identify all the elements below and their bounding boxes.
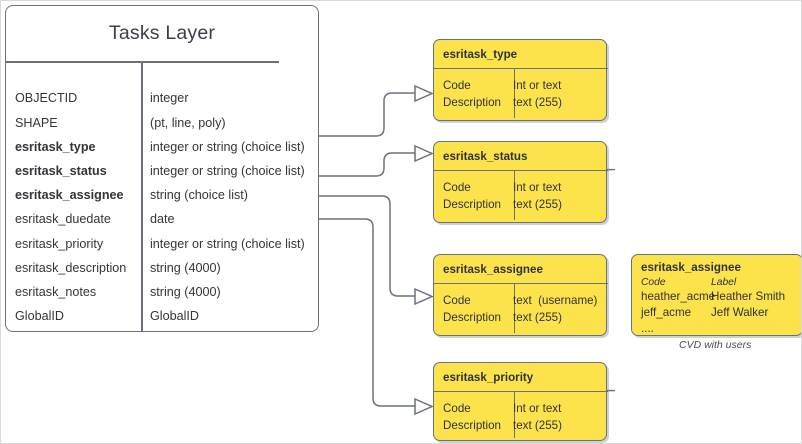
domain-box-left-column: Code Description: [443, 79, 501, 109]
domain-box-column-divider: [514, 69, 516, 118]
table-row: esritask_notes string (4000): [6, 285, 318, 309]
field-type: integer or string (choice list): [150, 140, 305, 154]
field-type: string (4000): [150, 261, 221, 275]
field-name: esritask_type: [15, 140, 96, 154]
arrowhead-assignee: [414, 287, 434, 306]
connector-priority: [319, 218, 415, 407]
domain-box-header-divider: [434, 68, 608, 70]
table-row: OBJECTID integer: [6, 91, 318, 115]
field-name: esritask_assignee: [15, 188, 124, 202]
table-row: esritask_priority integer or string (cho…: [6, 237, 318, 261]
entity-column-divider: [141, 62, 143, 331]
domain-box-right-column: Int or text text (255): [513, 79, 562, 109]
cvd-header-code: Code: [641, 277, 666, 288]
cvd-codes: heather_acme jeff_acme ....: [641, 290, 716, 335]
domain-box-right-column: Int or text text (255): [513, 402, 562, 432]
field-name: esritask_priority: [15, 237, 104, 251]
domain-box-left-column: Code Description: [443, 402, 501, 432]
field-name: esritask_description: [15, 261, 127, 275]
cvd-caption: CVD with users: [679, 339, 752, 351]
domain-box-left-column: Code Description: [443, 294, 501, 324]
domain-box-title: esritask_type: [443, 48, 518, 61]
entity-header-divider: [6, 61, 279, 63]
table-row: esritask_duedate date: [6, 212, 318, 236]
table-row: esritask_status integer or string (choic…: [6, 164, 318, 188]
field-type: integer: [150, 91, 189, 105]
cvd-header-label: Label: [711, 277, 737, 288]
domain-box-title: esritask_assignee: [443, 263, 543, 276]
domain-box-right-column: Int or text text (255): [513, 181, 562, 211]
field-type: string (4000): [150, 285, 221, 299]
domain-box-header-divider: [434, 391, 608, 393]
field-name: OBJECTID: [15, 91, 78, 105]
domain-box-esritask-assignee[interactable]: esritask_assignee Code Description text …: [433, 254, 608, 336]
domain-box-column-divider: [514, 171, 516, 220]
field-name: esritask_duedate: [15, 212, 111, 226]
field-type: date: [150, 212, 175, 226]
connector-status: [319, 152, 415, 177]
field-name: esritask_status: [15, 164, 107, 178]
domain-box-right-column: text (username) text (255): [513, 294, 598, 324]
domain-box-esritask-type[interactable]: esritask_type Code Description Int or te…: [433, 39, 608, 121]
cvd-value-list-box[interactable]: esritask_assignee Code Label heather_acm…: [631, 254, 801, 336]
table-row: GlobalID GlobalID: [6, 309, 318, 333]
field-type: integer or string (choice list): [150, 164, 305, 178]
table-row: esritask_assignee string (choice list): [6, 188, 318, 212]
connector-type: [319, 92, 415, 137]
field-type: string (choice list): [150, 188, 248, 202]
field-name: esritask_notes: [15, 285, 97, 299]
domain-box-esritask-status[interactable]: esritask_status Code Description Int or …: [433, 141, 608, 223]
cvd-box-title: esritask_assignee: [641, 261, 741, 274]
domain-box-header-divider: [434, 170, 608, 172]
table-row: esritask_description string (4000): [6, 261, 318, 285]
domain-box-esritask-priority[interactable]: esritask_priority Code Description Int o…: [433, 362, 608, 441]
tasks-layer-entity: Tasks Layer OBJECTID integer SHAPE (pt, …: [5, 5, 319, 332]
domain-box-title: esritask_priority: [443, 371, 534, 384]
arrowhead-type: [414, 84, 434, 103]
field-type: (pt, line, poly): [150, 116, 226, 130]
domain-box-left-column: Code Description: [443, 181, 501, 211]
table-row: SHAPE (pt, line, poly): [6, 116, 318, 140]
domain-box-header-divider: [434, 283, 608, 285]
domain-box-column-divider: [514, 284, 516, 333]
field-type: GlobalID: [150, 309, 199, 323]
domain-box-column-divider: [514, 392, 516, 438]
arrowhead-priority: [414, 397, 434, 416]
page-title: Tasks Layer: [108, 22, 216, 44]
domain-box-title: esritask_status: [443, 150, 528, 163]
table-row: esritask_type integer or string (choice …: [6, 140, 318, 164]
arrowhead-status: [414, 144, 434, 163]
field-type: integer or string (choice list): [150, 237, 305, 251]
connector-assignee: [319, 195, 415, 297]
field-name: GlobalID: [15, 309, 64, 323]
cvd-labels: Heather Smith Jeff Walker: [711, 290, 786, 319]
field-name: SHAPE: [15, 116, 58, 130]
